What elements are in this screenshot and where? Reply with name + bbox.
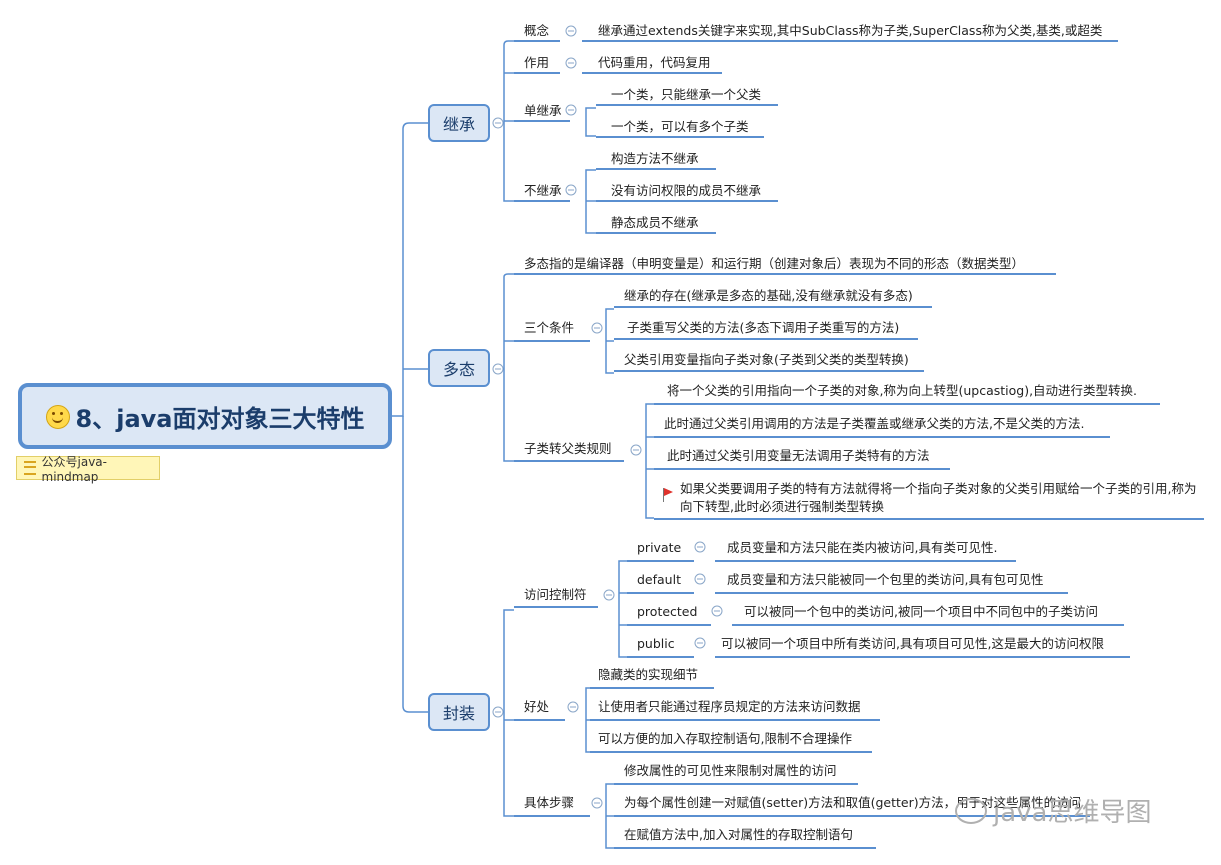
polymorphism-definition[interactable]: 多态指的是编译器（申明变量是）和运行期（创建对象后）表现为不同的形态（数据类型） [524,256,1025,271]
subtopic-three-conditions[interactable]: 三个条件 [524,320,575,335]
connector [585,687,590,753]
topic-polymorphism-label: 多态 [442,360,475,379]
access-protected[interactable]: protected [637,604,698,619]
subtopic-steps[interactable]: 具体步骤 [524,795,575,810]
subtopic-cast-rules[interactable]: 子类转父类规则 [524,441,612,456]
watermark: java思维导图 [955,792,1151,829]
step-item-1[interactable]: 修改属性的可见性来限制对属性的访问 [624,763,837,778]
not-inherited-item-1[interactable]: 构造方法不继承 [611,151,699,166]
access-private-desc[interactable]: 成员变量和方法只能在类内被访问,具有类可见性. [727,540,998,555]
cast-rule-3[interactable]: 此时通过父类引用变量无法调用子类特有的方法 [667,448,930,463]
access-public[interactable]: public [637,636,675,651]
not-inherited-item-2[interactable]: 没有访问权限的成员不继承 [611,183,762,198]
condition-item-1[interactable]: 继承的存在(继承是多态的基础,没有继承就没有多态) [624,288,913,303]
access-public-desc[interactable]: 可以被同一个项目中所有类访问,具有项目可见性,这是最大的访问权限 [721,636,1104,651]
connector [605,308,614,374]
topic-encapsulation-label: 封装 [442,704,475,723]
not-inherited-item-3[interactable]: 静态成员不继承 [611,215,699,230]
topic-polymorphism[interactable]: 多态 [428,349,490,387]
connector [503,609,514,817]
note-icon [24,461,36,475]
wechat-icon [955,797,987,824]
access-default[interactable]: default [637,572,681,587]
subtopic-role[interactable]: 作用 [524,55,550,70]
label-note: 公众号java-mindmap [16,455,160,484]
connector [585,169,596,234]
subtopic-access-modifiers[interactable]: 访问控制符 [524,587,587,602]
label-note-text: 公众号java-mindmap [41,454,107,484]
step-item-3[interactable]: 在赋值方法中,加入对属性的存取控制语句 [624,827,853,842]
smile-emoji-icon [45,405,70,429]
cast-rule-1[interactable]: 将一个父类的引用指向一个子类的对象,称为向上转型(upcastiog),自动进行… [667,383,1138,398]
connector [585,107,596,137]
connector [503,273,514,462]
cast-rule-4[interactable]: 如果父类要调用子类的特有方法就得将一个指向子类对象的父类引用赋给一个子类的引用,… [680,481,1197,514]
benefit-item-3[interactable]: 可以方便的加入存取控制语句,限制不合理操作 [598,731,852,746]
root-title: 8、java面对对象三大特性 [75,404,365,433]
subtopic-single-inheritance[interactable]: 单继承 [524,103,562,118]
connector [392,122,428,417]
condition-item-3[interactable]: 父类引用变量指向子类对象(子类到父类的类型转换) [624,352,909,367]
single-item-1[interactable]: 一个类，只能继承一个父类 [611,87,762,102]
cast-rule-2[interactable]: 此时通过父类引用调用的方法是子类覆盖或继承父类的方法,不是父类的方法. [664,416,1085,431]
connector [402,416,428,713]
connector [605,783,614,849]
topic-inheritance-label: 继承 [442,115,475,134]
topic-inheritance[interactable]: 继承 [428,104,490,142]
red-flag-icon [663,488,673,502]
connector [645,403,654,519]
subtopic-not-inherited[interactable]: 不继承 [524,183,562,198]
access-protected-desc[interactable]: 可以被同一个包中的类访问,被同一个项目中不同包中的子类访问 [744,604,1098,619]
concept-text[interactable]: 继承通过extends关键字来实现,其中SubClass称为子类,SuperCl… [598,23,1103,38]
subtopic-concept[interactable]: 概念 [524,23,550,38]
access-default-desc[interactable]: 成员变量和方法只能被同一个包里的类访问,具有包可见性 [727,572,1044,587]
subtopic-benefits[interactable]: 好处 [524,699,550,714]
connector [503,40,514,202]
single-item-2[interactable]: 一个类，可以有多个子类 [611,119,749,134]
benefit-item-1[interactable]: 隐藏类的实现细节 [598,667,699,682]
role-text[interactable]: 代码重用，代码复用 [598,55,711,70]
root-topic[interactable]: 8、java面对对象三大特性 [18,383,392,449]
watermark-text: java思维导图 [993,798,1152,828]
benefit-item-2[interactable]: 让使用者只能通过程序员规定的方法来访问数据 [598,699,861,714]
condition-item-2[interactable]: 子类重写父类的方法(多态下调用子类重写的方法) [627,320,900,335]
connector [618,560,627,658]
access-private[interactable]: private [637,540,682,555]
topic-encapsulation[interactable]: 封装 [428,693,490,731]
